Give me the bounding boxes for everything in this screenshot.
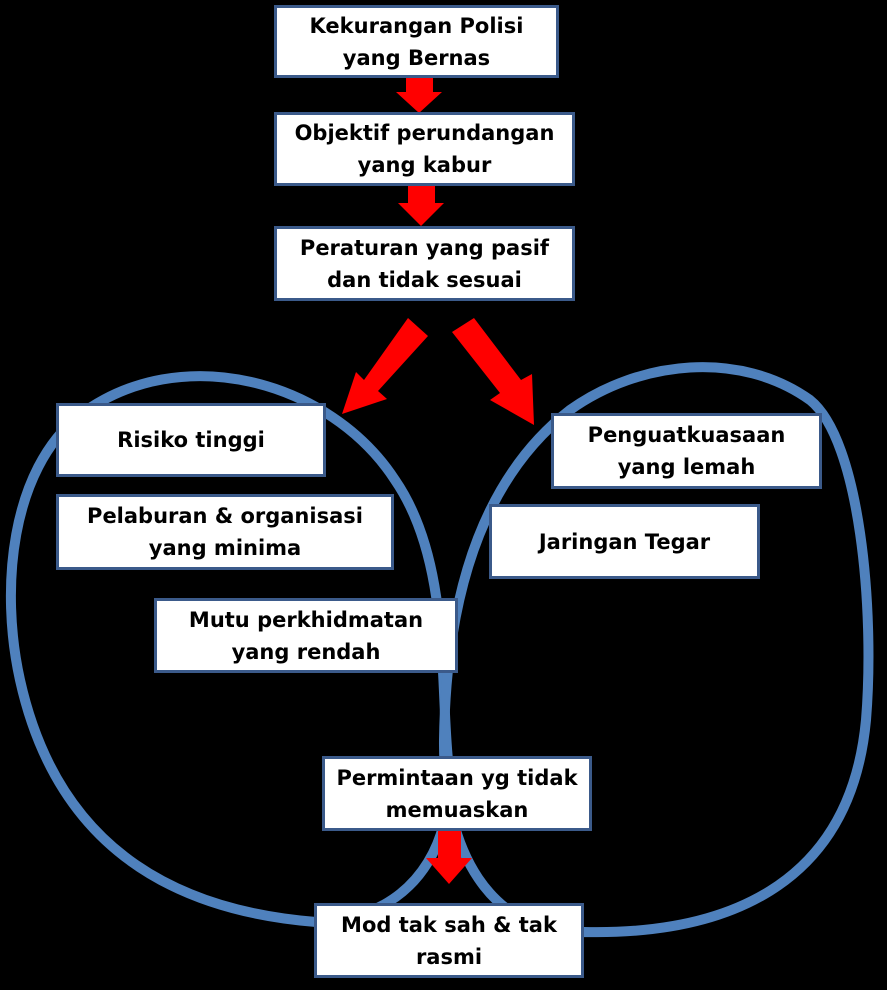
arrow-box3-to-box4 [342,318,428,414]
node-risiko-tinggi: Risiko tinggi [56,403,326,477]
node-jaringan-tegar: Jaringan Tegar [489,504,760,579]
node-mutu-perkhidmatan: Mutu perkhidmatan yang rendah [154,598,458,673]
node-kekurangan-polisi: Kekurangan Polisi yang Bernas [274,5,559,78]
node-pelaburan-organisasi: Pelaburan & organisasi yang minima [56,494,394,570]
node-permintaan: Permintaan yg tidak memuaskan [322,756,592,831]
flow-arrows [342,78,534,884]
arrow-box3-to-box7 [452,318,534,425]
node-peraturan-pasif: Peraturan yang pasif dan tidak sesuai [274,226,575,301]
node-penguatkuasaan: Penguatkuasaan yang lemah [551,413,822,489]
arrow-box9-to-box10 [426,831,472,884]
node-mod-tak-sah: Mod tak sah & tak rasmi [314,903,584,978]
arrow-box1-to-box2 [396,78,442,113]
node-objektif-perundangan: Objektif perundangan yang kabur [274,112,575,186]
arrow-box2-to-box3 [398,186,444,226]
